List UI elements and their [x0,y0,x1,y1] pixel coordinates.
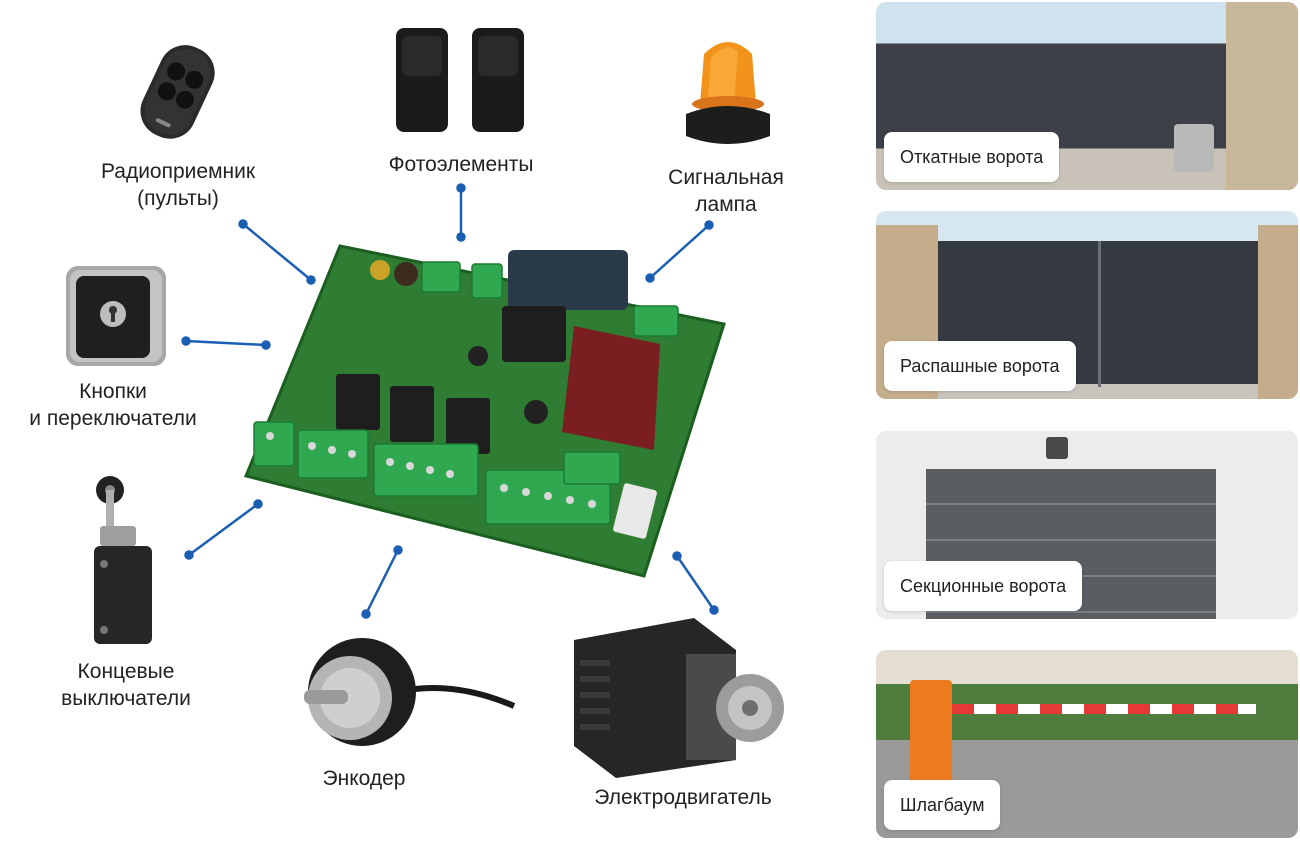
gate-panel-barrier: Шлагбаум [876,650,1298,838]
remote-control-icon [140,45,215,139]
controller-board-image [243,244,726,578]
label-radio-receiver: Радиоприемник(пульты) [100,160,256,210]
photocells-icon [396,28,524,132]
key-switch-icon [66,266,166,366]
gate-panel-swing: Распашные ворота [876,211,1298,399]
signal-lamp-icon [686,42,770,144]
label-electric-motor: Электродвигатель [594,786,772,809]
electric-motor-icon [574,618,784,778]
encoder-icon [304,638,516,746]
gate-label-barrier: Шлагбаум [884,780,1001,830]
label-photocells: Фотоэлементы [388,153,534,176]
limit-switch-icon [94,476,152,644]
gate-panel-sliding: Откатные ворота [876,2,1298,190]
label-encoder: Энкодер [322,767,406,790]
gate-label-sectional: Секционные ворота [884,561,1083,611]
connector-lines [181,183,719,619]
gate-label-sliding: Откатные ворота [884,132,1060,182]
gate-label-swing: Распашные ворота [884,341,1076,391]
gate-panel-sectional: Секционные ворота [876,431,1298,619]
